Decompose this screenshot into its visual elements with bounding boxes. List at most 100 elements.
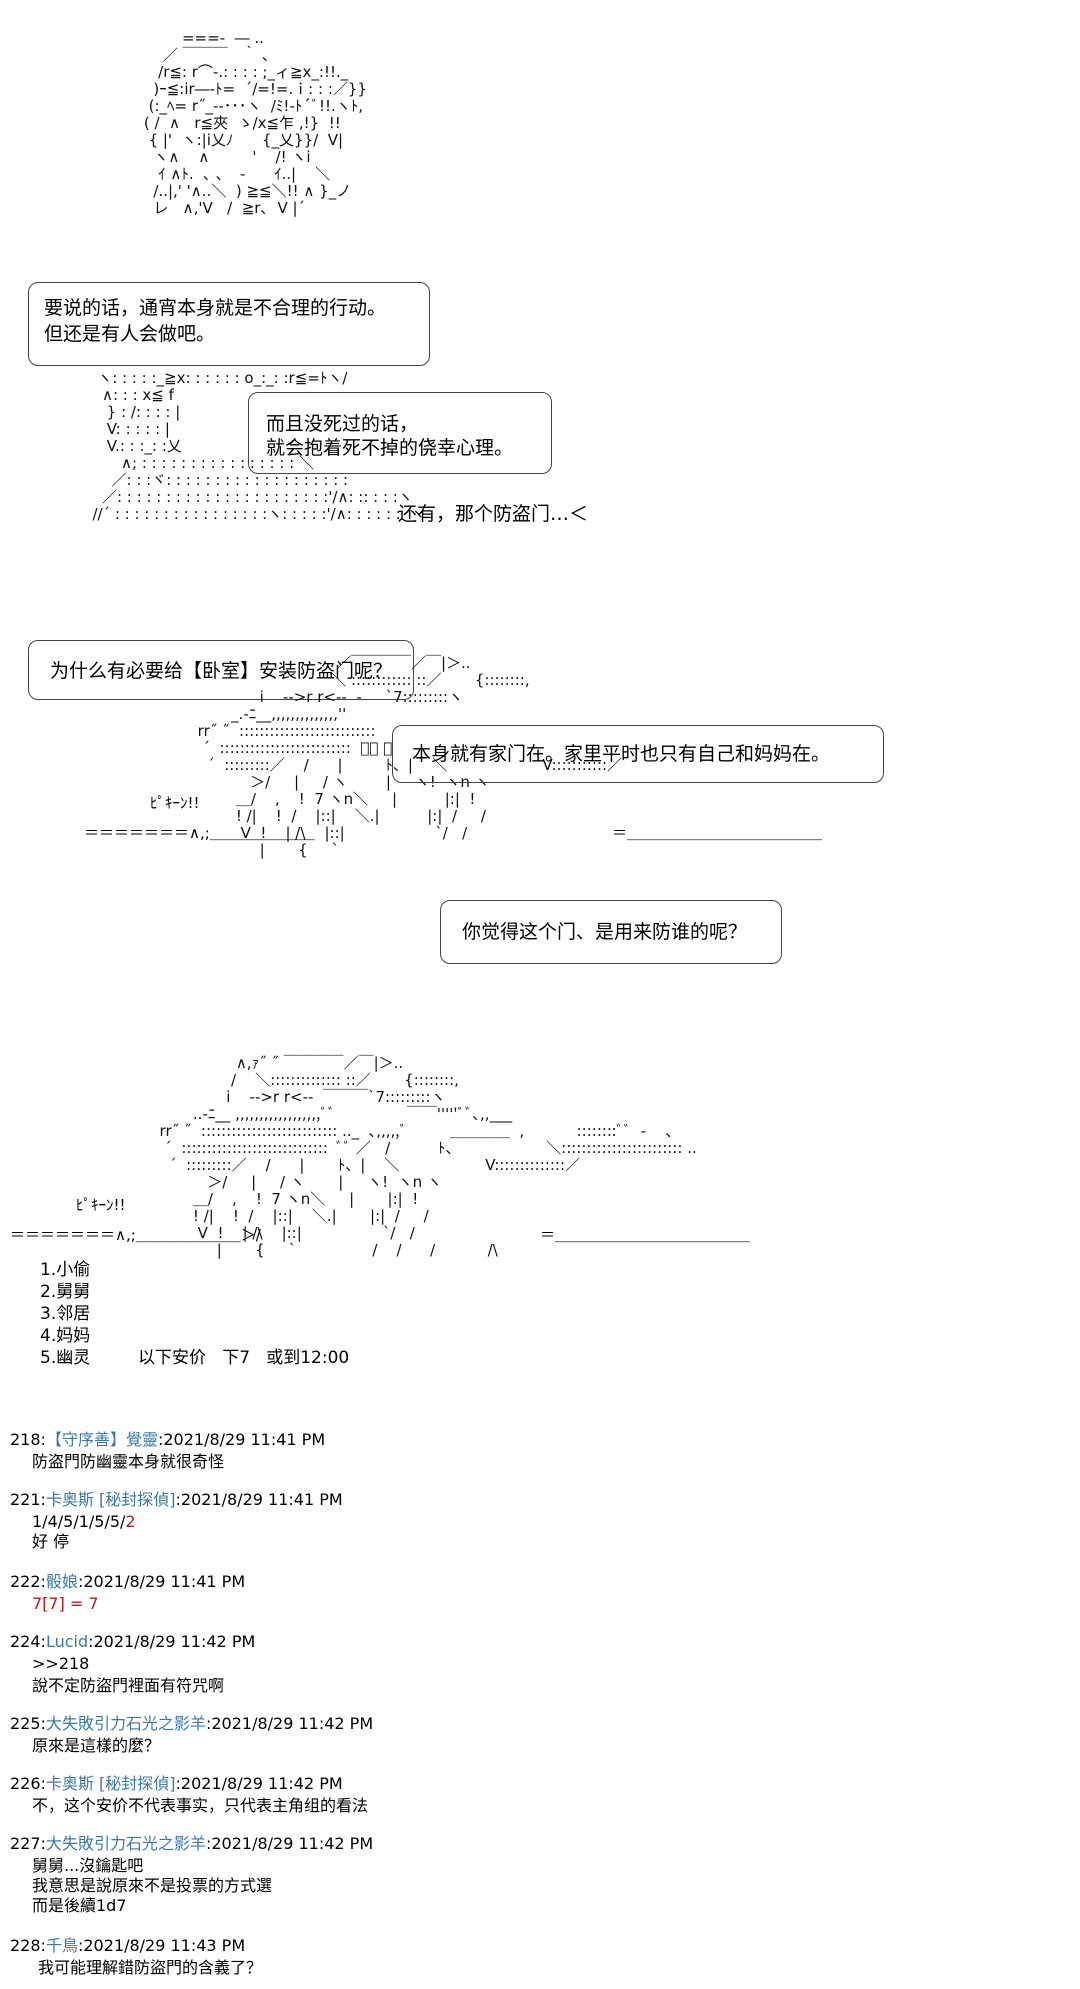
ascii-art-line: ∧: : : x≦ f xyxy=(40,386,174,404)
ascii-art-line: i ‐‐>r r<‐‐ - ˋ7:::::::::ヽ xyxy=(150,688,464,706)
post-header-228: 228:千鳥:2021/8/29 11:43 PM xyxy=(10,1936,245,1956)
ground-line-right: ＝＿＿＿＿＿＿＿＿＿＿＿＿＿ xyxy=(540,1226,751,1244)
post-number: 228: xyxy=(10,1936,46,1955)
ascii-art-line: ヽ: : : : :_≧x: : : : : : o_:_: :r≦=ﾄヽ/ xyxy=(40,369,348,387)
post-body-227-line-3: 而是後續1d7 xyxy=(32,1896,127,1915)
ascii-art-line: rr˝ ˝ ::::::::::::::::::::::::::: xyxy=(150,722,376,740)
post-time: :2021/8/29 11:42 PM xyxy=(175,1774,343,1793)
ascii-art-line: /..|,' '∧..＼ ) ≧≦＼!! ∧ }_ノ xyxy=(120,182,352,200)
ascii-art-line: V ! | /\ |::| ˋ/ / xyxy=(150,824,468,842)
ascii-art-character: ===- ― .. ／ ￣￣￣ ｀ 、 /r≦: r⌒-.: : : : ;_ィ… xyxy=(120,30,367,217)
post-author[interactable]: 卡奥斯 [秘封探偵] xyxy=(45,1774,176,1793)
post-time: :2021/8/29 11:41 PM xyxy=(175,1490,343,1509)
post-reply-link[interactable]: >>218 xyxy=(32,1654,90,1673)
post-author[interactable]: 【守序善】覺靈 xyxy=(45,1430,158,1449)
ascii-art-line: ヽ∧ ∧ ' /! ヽi xyxy=(120,148,311,166)
ascii-art-line: ＿/ , ! 7 ヽn＼ | |:| ! xyxy=(150,790,476,808)
post-author[interactable]: 骰娘 xyxy=(45,1572,78,1591)
ascii-art-line: rr˝ ˝ ::::::::::::::::::::::::::: .._ ､,… xyxy=(150,1122,681,1140)
ascii-art-line: )ｰ≦:ir―-ﾄ= ´/=!=.ｉ: : :／}} xyxy=(120,80,367,98)
ascii-art-door-scene-2: ∧,ｧ˝ ˝ ￣￣￣￣／￣|＞.. / ＼:::::::::::::: ::／ … xyxy=(150,1055,697,1259)
ascii-art-line: ( / ∧ r≦夾 ゝ/x≦乍 ,!} !! xyxy=(120,114,341,132)
ascii-art-line: ! /| ! / |::| ＼.| |:| / / xyxy=(150,1207,429,1225)
ascii-art-line: ＼ :::::::::::: ::／ {::::::::, xyxy=(150,671,530,689)
ascii-art-line: ／￣￣￣￣／￣|＞.. xyxy=(150,654,471,672)
post-body-221-dice: 1/4/5/1/5/5/2 xyxy=(32,1512,136,1532)
ascii-art-line: / ＼:::::::::::::: ::／ {::::::::, xyxy=(150,1071,459,1089)
post-author[interactable]: Lucid xyxy=(45,1632,89,1651)
speech-bubble-2-line-1: 而且没死过的话， xyxy=(266,413,419,435)
ascii-art-line: V.: : :_: :乂 xyxy=(40,437,182,455)
sfx-pikiin: ﾋﾟｷｰﾝ!! xyxy=(76,1196,126,1214)
post-body-225: 原來是這樣的麼？ xyxy=(32,1736,161,1755)
ascii-art-line: _.-ﾆ__,,,,,,,,,,,,,,'' xyxy=(150,705,347,723)
post-author[interactable]: 大失敗引力石光之影羊 xyxy=(45,1714,206,1733)
post-body-224: 說不定防盜門裡面有符咒啊 xyxy=(32,1676,225,1695)
ascii-art-character-lower: ヽ: : : : :_≧x: : : : : : o_:_: :r≦=ﾄヽ/ ∧… xyxy=(40,370,425,523)
ascii-art-line: ˊ :::::::::／ / | ﾄ、| ＼ V::::::::::::::／ xyxy=(150,1156,580,1174)
post-number: 226: xyxy=(10,1774,46,1793)
speech-bubble-3 xyxy=(28,640,414,700)
post-time: :2021/8/29 11:43 PM xyxy=(77,1936,246,1955)
option-5: 5.幽灵 xyxy=(40,1348,91,1368)
ascii-art-line: V: : : : : | xyxy=(40,420,170,438)
ground-line-left: ＝＝＝＝＝＝＝∧,;＿＿＿＿＿＿＿＞/ xyxy=(10,1226,261,1244)
speech-bubble-4 xyxy=(392,725,884,783)
ascii-art-line: ∧; : : : : : : : : : : : : : : : : ＼ xyxy=(40,454,315,472)
option-1: 1.小偷 xyxy=(40,1260,91,1280)
sfx-pikiin: ﾋﾟｷｰﾝ!! xyxy=(150,794,200,812)
speech-bubble-1-line-2: 但还是有人会做吧。 xyxy=(44,323,216,345)
ascii-art-line: ˊ ::::::::::::::::::::::::::::: ﾞﾞ ／ / ﾄ… xyxy=(150,1139,697,1157)
post-time: :2021/8/29 11:42 PM xyxy=(88,1632,256,1651)
post-header-221: 221:卡奥斯 [秘封探偵]:2021/8/29 11:41 PM xyxy=(10,1490,343,1510)
post-body-227-line-2: 我意思是說原來不是投票的方式選 xyxy=(32,1876,273,1895)
post-author[interactable]: 千鳥 xyxy=(45,1936,78,1955)
vote-note: 以下安价 下7 或到12:00 xyxy=(138,1348,350,1368)
dice-result: 1/4/5/1/5/5/ xyxy=(32,1512,126,1531)
ascii-art-line: //ˊ : : : : : : : : : : : : : : : :ヽ: : … xyxy=(40,505,426,523)
post-time: :2021/8/29 11:42 PM xyxy=(205,1834,374,1853)
speech-bubble-3-text: 为什么有必要给【卧室】安装防盗门呢？ xyxy=(50,660,393,682)
post-body-227-line-1: 舅舅...沒鑰匙吧 xyxy=(32,1856,144,1875)
speech-bubble-2 xyxy=(248,392,552,474)
ascii-art-line: ˊ :::::::::::::::::::::::::: ﾞﾞ ／ xyxy=(150,739,393,757)
option-4: 4.妈妈 xyxy=(40,1326,91,1346)
post-header-227: 227:大失敗引力石光之影羊:2021/8/29 11:42 PM xyxy=(10,1834,373,1854)
ascii-art-line: ｲ ∧ﾄ. ､ 、 - ｲ..| ＼ xyxy=(120,165,331,183)
post-number: 227: xyxy=(10,1834,46,1853)
ascii-art-line: /r≦: r⌒-.: : : : ;_ィ≧x_:!!._ xyxy=(120,63,349,81)
post-author[interactable]: 大失敗引力石光之影羊 xyxy=(45,1834,206,1853)
ground-line-right: ＝＿＿＿＿＿＿＿＿＿＿＿＿＿ xyxy=(612,824,823,842)
ascii-art-line: ＞/ | / ヽ | ヽ! ヽn ヽ xyxy=(150,1173,442,1191)
speech-bubble-1 xyxy=(28,282,430,366)
option-2: 2.舅舅 xyxy=(40,1282,91,1302)
post-author[interactable]: 卡奥斯 [秘封探偵] xyxy=(45,1490,176,1509)
ascii-art-line: (:_ﾍ= r˝_‐-･･･ヽ /ﾐ!-ﾄ´ﾞ!!.ヽﾄ, xyxy=(120,97,364,115)
post-number: 222: xyxy=(10,1572,46,1591)
ascii-art-line: V ! | /\ |::| ˋ/ / xyxy=(150,1224,415,1242)
ascii-art-line: | { ˋ xyxy=(150,841,339,859)
post-time: :2021/8/29 11:41 PM xyxy=(157,1430,326,1449)
ascii-art-line: ／ ￣￣￣ ｀ 、 xyxy=(120,46,277,64)
post-body-222: 7[7] = 7 xyxy=(32,1594,99,1613)
speech-bubble-5 xyxy=(440,900,782,964)
speech-bubble-4-text: 本身就有家门在。家里平时也只有自己和妈妈在。 xyxy=(412,743,831,765)
dice-result-highlight: 2 xyxy=(125,1512,136,1531)
ascii-art-line: ∧,ｧ˝ ˝ ￣￣￣￣／￣|＞.. xyxy=(150,1054,404,1072)
ascii-art-line: ＿/ , ! 7 ヽn＼ | |:| ! xyxy=(150,1190,419,1208)
ascii-art-line: ! /| ! / |::| ＼.| |:| / / xyxy=(150,807,486,825)
ascii-art-line: レ ∧,'V / ≧r､ V |´ xyxy=(120,199,306,217)
ascii-art-line: } : /: : : : | xyxy=(40,403,181,421)
post-body-221: 好 停 xyxy=(32,1532,70,1551)
post-number: 224: xyxy=(10,1632,46,1651)
ascii-art-line: ／: : :ヾ: : : : : : : : : : : : : : : : :… xyxy=(40,471,349,489)
ascii-art-line: ／: : : : : : : : : : : : : : : : : : : :… xyxy=(40,488,413,506)
post-header-225: 225:大失敗引力石光之影羊:2021/8/29 11:42 PM xyxy=(10,1714,373,1734)
narration-text: 还有，那个防盗门…＜ xyxy=(398,503,589,525)
speech-bubble-1-line-1: 要说的话，通宵本身就是不合理的行动。 xyxy=(44,297,387,319)
post-time: :2021/8/29 11:41 PM xyxy=(77,1572,246,1591)
post-number: 225: xyxy=(10,1714,46,1733)
ground-line-left: ＝＝＝＝＝＝＝∧,;＿＿＿＿＿＿＿ xyxy=(84,824,315,842)
post-body-226: 不，这个安价不代表事实，只代表主角组的看法 xyxy=(32,1796,369,1815)
post-header-218: 218:【守序善】覺靈:2021/8/29 11:41 PM xyxy=(10,1430,325,1450)
